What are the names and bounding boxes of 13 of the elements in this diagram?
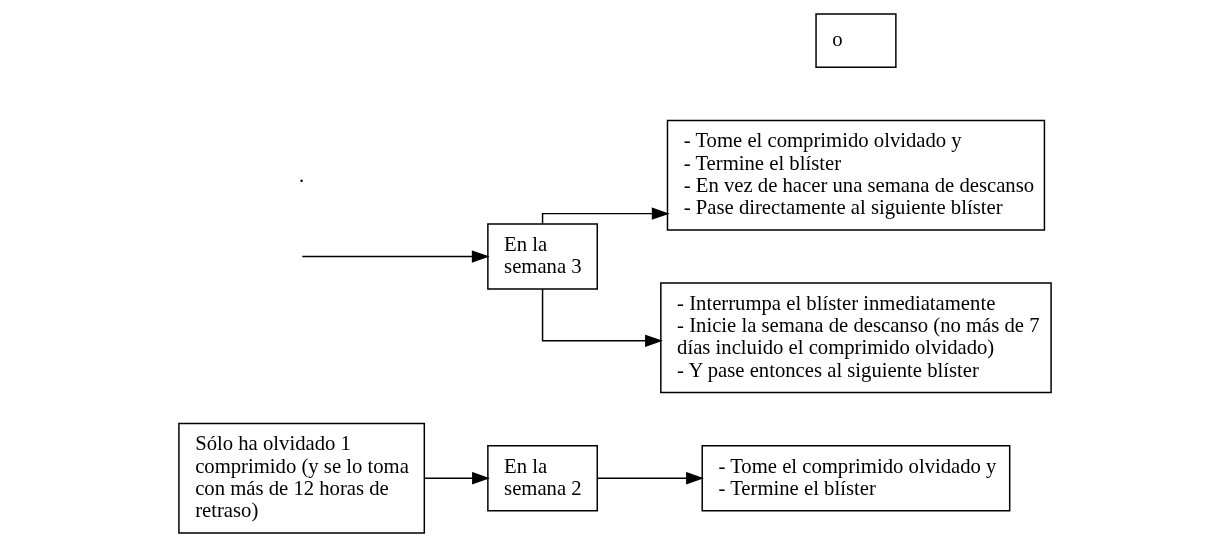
node-box: Sólo ha olvidado 1 comprimido (y se lo toma con más de 12 horas de retraso) [177,422,425,534]
node-box: En la semana 3 [486,223,598,290]
arrow [541,207,670,225]
arrow [423,472,490,485]
label: . [298,164,304,187]
arrow [541,288,663,347]
node-box: En la semana 2 [486,445,598,512]
node-box: - Interrumpa el blíster inmediatamente - Inicie la semana de descanso (no más de 7 días incluido el comprimido olvidado) - Y pase entonces al siguiente blíster [659,282,1052,394]
node-box: - Tome el comprimido olvidado y - Termine el blíster - En vez de hacer una semana de descanso - Pase directamente al siguiente blíster [666,119,1045,231]
node-box: o [814,13,897,68]
node-box: - Tome el comprimido olvidado y - Termine el blíster [701,445,1010,512]
arrow [301,250,490,263]
arrow [596,472,704,485]
